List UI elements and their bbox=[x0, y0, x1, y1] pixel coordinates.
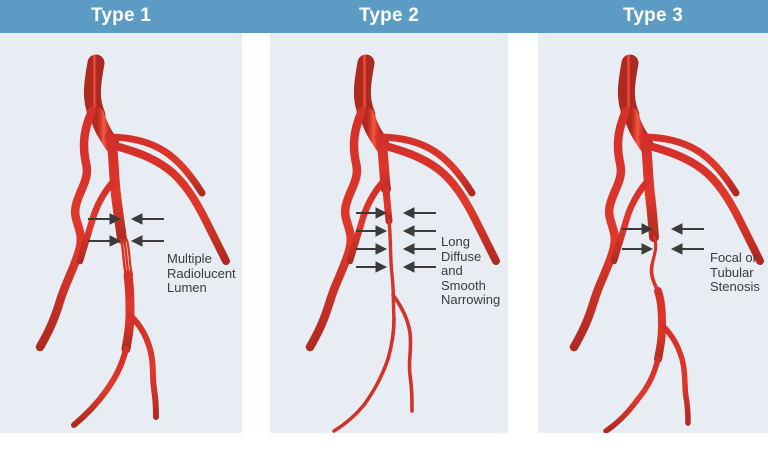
arrow-right-2 bbox=[670, 243, 704, 255]
panel-type-3: Focal or Tubular Stenosis bbox=[538, 33, 768, 433]
arrow-left-1 bbox=[356, 207, 388, 219]
arrow-left-3 bbox=[356, 243, 388, 255]
lesion-label-type-2: Long Diffuse and Smooth Narrowing bbox=[441, 234, 501, 307]
artery-diagram-type-2 bbox=[305, 54, 500, 433]
panel-title-type-3: Type 3 bbox=[623, 5, 683, 26]
panel-type-1: Multiple Radiolucent Lumen bbox=[0, 33, 242, 433]
header-band bbox=[0, 0, 768, 33]
arrow-right-1 bbox=[670, 223, 704, 235]
arrow-right-3 bbox=[402, 243, 436, 255]
annotation-arrows-type-3 bbox=[622, 223, 704, 255]
arrow-right-2 bbox=[402, 225, 436, 237]
arrow-right-1 bbox=[402, 207, 436, 219]
lesion-label-type-1: Multiple Radiolucent Lumen bbox=[167, 251, 236, 295]
arrow-left-1 bbox=[88, 213, 122, 225]
artery-diagram-type-1 bbox=[35, 54, 230, 428]
panel-title-type-2: Type 2 bbox=[359, 5, 419, 26]
panel-title-type-1: Type 1 bbox=[91, 5, 151, 26]
arrow-left-1 bbox=[622, 223, 654, 235]
arrow-right-2 bbox=[130, 235, 164, 247]
lesion-label-type-3: Focal or Tubular Stenosis bbox=[710, 250, 760, 294]
arrow-right-4 bbox=[402, 261, 436, 273]
artery-diagram-type-3 bbox=[569, 54, 764, 433]
arrow-left-2 bbox=[622, 243, 654, 255]
annotation-arrows-type-1 bbox=[88, 213, 164, 247]
annotation-arrows-type-2 bbox=[356, 207, 436, 273]
arrow-left-2 bbox=[356, 225, 388, 237]
arrow-left-4 bbox=[356, 261, 388, 273]
panel-type-2: Long Diffuse and Smooth Narrowing bbox=[270, 33, 508, 433]
arrow-left-2 bbox=[88, 235, 122, 247]
arrow-right-1 bbox=[130, 213, 164, 225]
